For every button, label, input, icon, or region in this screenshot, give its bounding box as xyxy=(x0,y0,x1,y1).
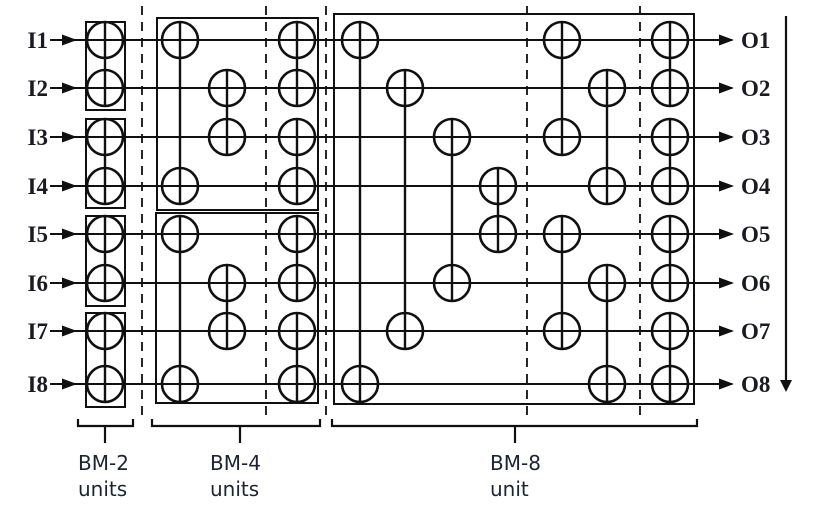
input-arrowhead-i8 xyxy=(62,378,77,390)
xor-gate-icon-row8-x360 xyxy=(340,364,380,404)
output-arrowhead-o8 xyxy=(719,378,734,390)
output-arrowhead-o1 xyxy=(719,34,734,46)
input-label-i6: I6 xyxy=(28,271,48,296)
output-label-o7: O7 xyxy=(741,319,770,344)
bm-4-brace xyxy=(150,419,322,428)
output-label-o1: O1 xyxy=(741,28,770,53)
output-label-o2: O2 xyxy=(741,76,770,101)
input-arrowhead-i4 xyxy=(62,180,77,192)
input-arrowhead-i7 xyxy=(62,325,77,337)
xor-gate-icon-row3-x562 xyxy=(542,117,582,157)
input-label-i1: I1 xyxy=(28,28,48,53)
xor-gate-icon-row2-x405 xyxy=(385,68,425,108)
flow-direction-arrow-icon xyxy=(780,380,792,392)
xor-gate-icon-row4-x607 xyxy=(587,166,627,206)
xor-gate-icon-row7-x227 xyxy=(207,311,247,351)
output-label-o8: O8 xyxy=(741,372,770,397)
bm-4-label: BM-4 xyxy=(210,451,261,475)
input-arrowhead-i6 xyxy=(62,277,77,289)
xor-gate-icon-row5-x562 xyxy=(542,214,582,254)
input-arrowhead-i3 xyxy=(62,131,77,143)
xor-gate-icon-row8-x297 xyxy=(277,364,317,404)
xor-gate-icon-row5-x297 xyxy=(277,214,317,254)
xor-gate-icon-row3-x297 xyxy=(277,117,317,157)
xor-gate-icon-row4-x498 xyxy=(478,166,518,206)
xor-gate-icon-row6-x227 xyxy=(207,263,247,303)
xor-gate-icon-row5-x180 xyxy=(160,214,200,254)
output-label-o6: O6 xyxy=(741,271,770,296)
xor-gate-icon-row1-x105 xyxy=(85,20,125,60)
xor-gate-icon-row2-x105 xyxy=(85,68,125,108)
xor-gate-icon-row1-x297 xyxy=(277,20,317,60)
input-label-i2: I2 xyxy=(28,76,48,101)
output-arrowhead-o4 xyxy=(719,180,734,192)
xor-gate-icon-row4-x670 xyxy=(650,166,690,206)
xor-gate-icon-row6-x670 xyxy=(650,263,690,303)
xor-gate-icon-row6-x452 xyxy=(432,263,472,303)
input-label-i3: I3 xyxy=(28,125,48,150)
input-label-i4: I4 xyxy=(28,174,49,199)
xor-gate-icon-row2-x297 xyxy=(277,68,317,108)
output-arrowhead-o7 xyxy=(719,325,734,337)
output-arrowhead-o2 xyxy=(719,82,734,94)
xor-gate-icon-row3-x670 xyxy=(650,117,690,157)
xor-gate-icon-row2-x227 xyxy=(207,68,247,108)
xor-gate-icon-row7-x670 xyxy=(650,311,690,351)
output-label-o4: O4 xyxy=(741,174,771,199)
xor-gate-icon-row8-x105 xyxy=(85,364,125,404)
output-arrowhead-o5 xyxy=(719,228,734,240)
xor-gate-icon-row8-x670 xyxy=(650,364,690,404)
xor-gate-icon-row5-x670 xyxy=(650,214,690,254)
xor-gate-icon-row1-x670 xyxy=(650,20,690,60)
input-arrowhead-i1 xyxy=(62,34,77,46)
input-label-i8: I8 xyxy=(28,372,48,397)
xor-gate-icon-row7-x105 xyxy=(85,311,125,351)
xor-gate-icon-row7-x562 xyxy=(542,311,582,351)
output-label-o3: O3 xyxy=(741,125,770,150)
xor-gate-icon-row2-x607 xyxy=(587,68,627,108)
xor-gate-icon-row6-x297 xyxy=(277,263,317,303)
xor-gate-icon-row8-x180 xyxy=(160,364,200,404)
xor-gate-icon-row7-x297 xyxy=(277,311,317,351)
output-label-o5: O5 xyxy=(741,222,770,247)
xor-gate-icon-row1-x562 xyxy=(542,20,582,60)
xor-gate-icon-row3-x452 xyxy=(432,117,472,157)
output-arrowhead-o6 xyxy=(719,277,734,289)
xor-gate-icon-row5-x105 xyxy=(85,214,125,254)
xor-gate-icon-row1-x360 xyxy=(340,20,380,60)
xor-gate-icon-row3-x227 xyxy=(207,117,247,157)
xor-gate-icon-row3-x105 xyxy=(85,117,125,157)
xor-gate-icon-row7-x405 xyxy=(385,311,425,351)
xor-gate-icon-row2-x670 xyxy=(650,68,690,108)
input-label-i7: I7 xyxy=(28,319,48,344)
bm-4-sublabel: units xyxy=(210,477,259,501)
xor-gate-icon-row5-x498 xyxy=(478,214,518,254)
xor-gate-icon-row8-x607 xyxy=(587,364,627,404)
bm-2-sublabel: units xyxy=(78,477,127,501)
xor-gate-icon-row4-x105 xyxy=(85,166,125,206)
bm-8-label: BM-8 xyxy=(490,451,541,475)
bm8-box xyxy=(333,13,695,405)
xor-gate-icon-row6-x607 xyxy=(587,263,627,303)
bm4-box-1 xyxy=(156,17,319,211)
bm4-box-2 xyxy=(155,212,319,404)
xor-gate-icon-row4-x297 xyxy=(277,166,317,206)
input-arrowhead-i5 xyxy=(62,228,77,240)
output-arrowhead-o3 xyxy=(719,131,734,143)
xor-gate-icon-row4-x180 xyxy=(160,166,200,206)
input-label-i5: I5 xyxy=(28,222,48,247)
xor-gate-icon-row1-x180 xyxy=(160,20,200,60)
input-arrowhead-i2 xyxy=(62,82,77,94)
bm-8-sublabel: unit xyxy=(490,477,529,501)
xor-gate-icon-row6-x105 xyxy=(85,263,125,303)
bm-2-label: BM-2 xyxy=(78,451,129,475)
